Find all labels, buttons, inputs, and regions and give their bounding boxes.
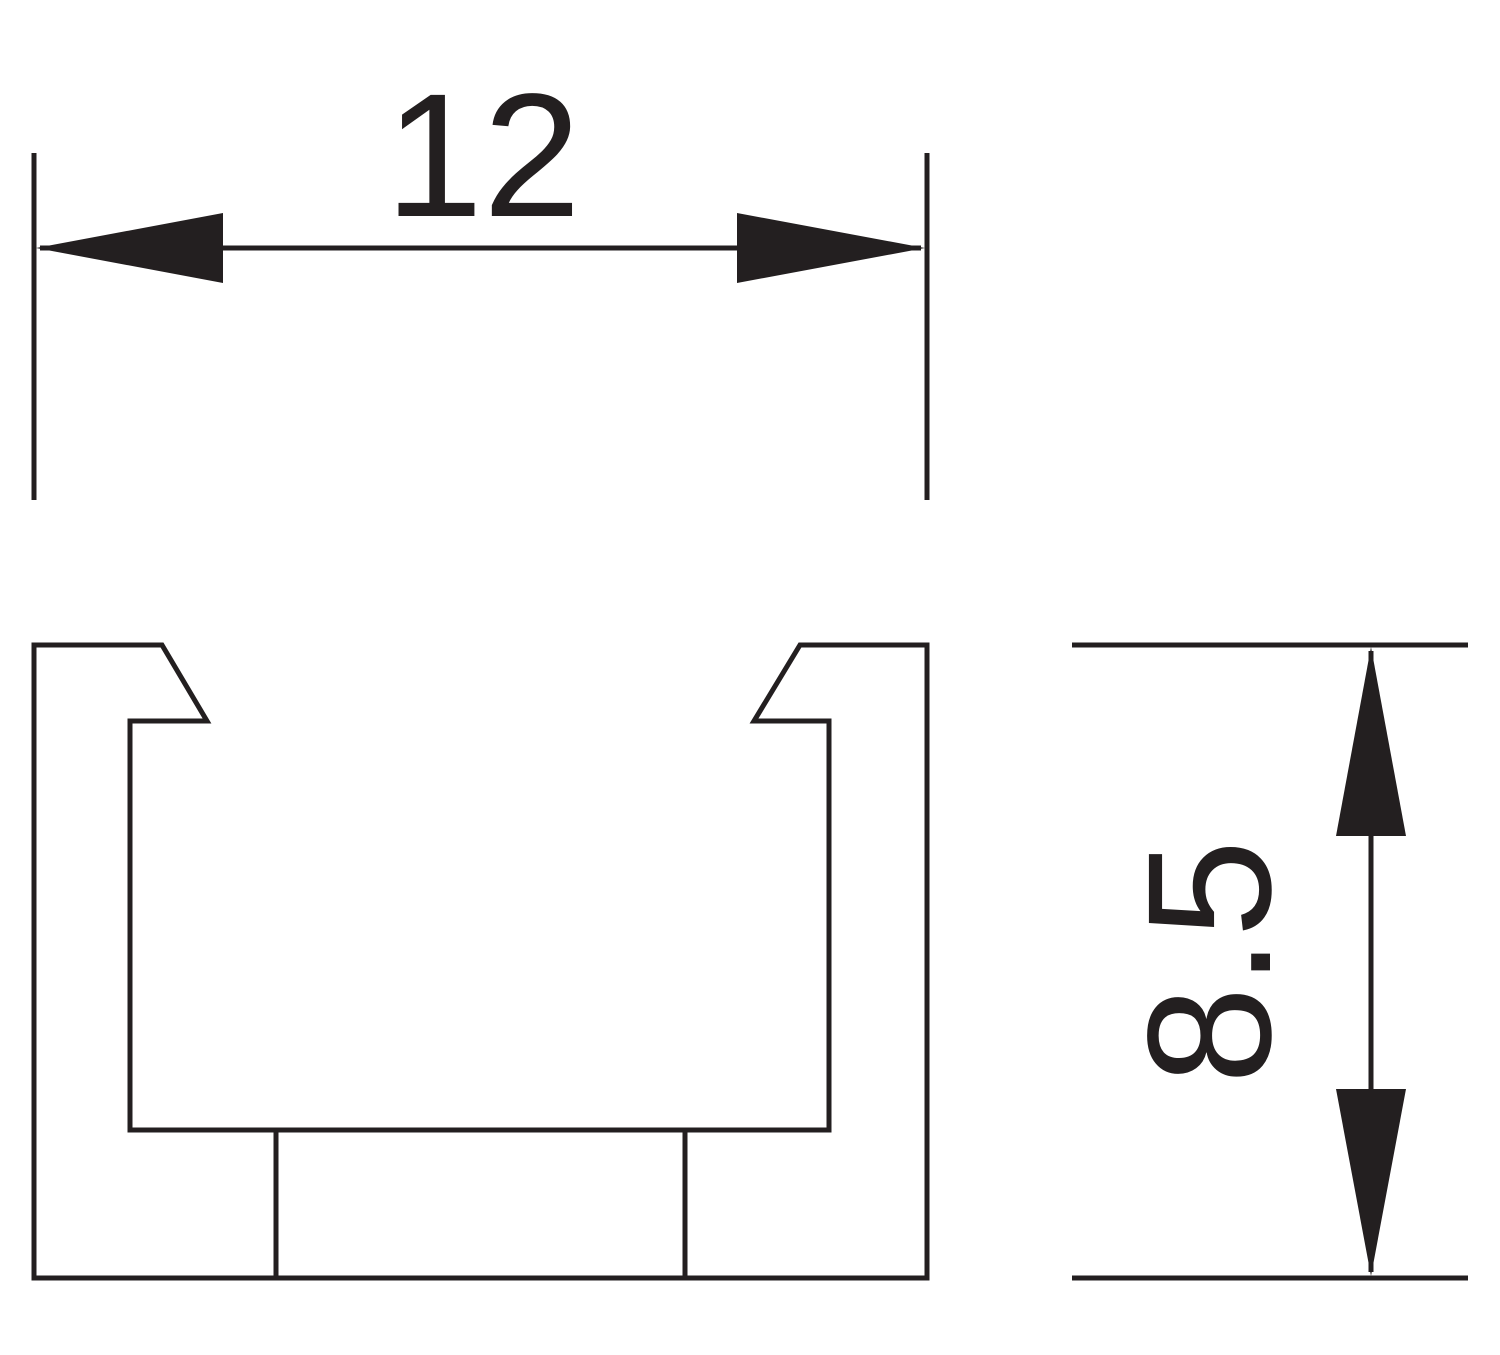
width-dimension: 12 <box>31 58 930 500</box>
height-dimension-label: 8.5 <box>1112 840 1308 1085</box>
bottom-arrowhead <box>1336 1089 1406 1276</box>
channel-outline <box>31 642 930 1281</box>
width-dimension-label: 12 <box>385 58 581 254</box>
right-arrowhead <box>737 213 925 283</box>
top-arrowhead <box>1336 647 1406 836</box>
height-dimension: 8.5 <box>1072 642 1468 1281</box>
left-arrowhead <box>36 213 223 283</box>
channel-profile <box>31 642 930 1281</box>
